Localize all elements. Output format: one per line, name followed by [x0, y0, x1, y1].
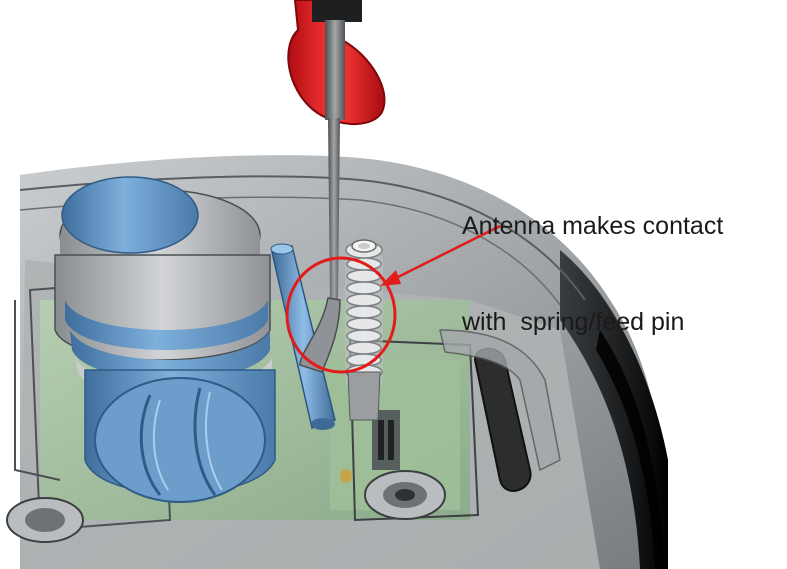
- antenna-spring-pin: [345, 239, 383, 421]
- highlight-circle: [285, 256, 397, 374]
- blue-rod: [270, 243, 336, 430]
- screwdriver: [287, 0, 386, 373]
- annotation-line-1: Antenna makes contact: [462, 212, 724, 240]
- blue-knob-assembly: [54, 176, 276, 503]
- pointer-arrow: [380, 224, 501, 286]
- annotation-label: Antenna makes contact with spring/feed p…: [462, 146, 782, 402]
- annotation-line-2: with spring/feed pin: [462, 308, 685, 336]
